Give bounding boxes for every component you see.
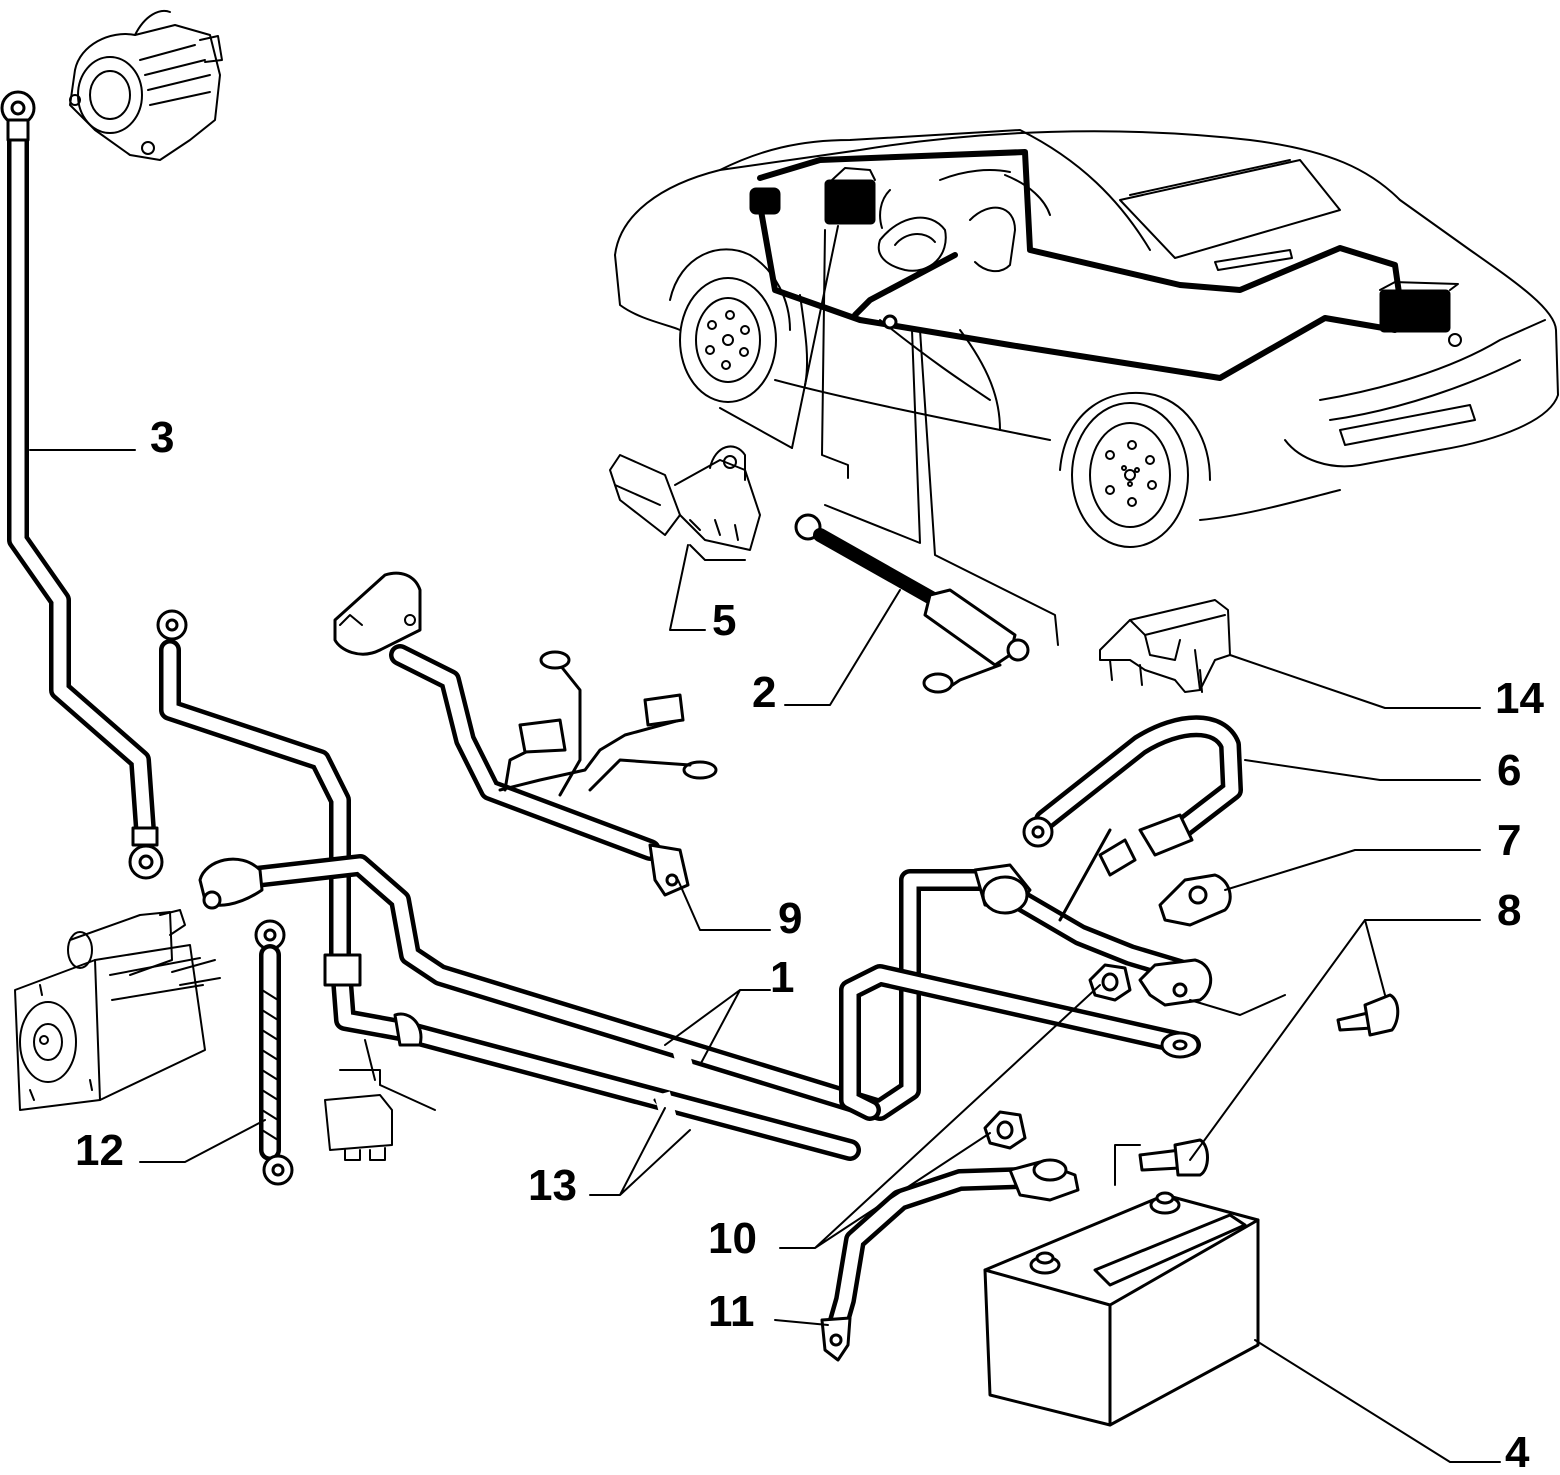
callout-11: 11 <box>708 1287 755 1336</box>
car-illustration <box>614 129 1559 646</box>
callout-7: 7 <box>1497 816 1521 865</box>
fuse-block <box>324 1069 436 1161</box>
cable-2 <box>794 513 1030 694</box>
callout-13: 13 <box>528 1161 577 1210</box>
callout-1: 1 <box>770 953 794 1002</box>
front-wheel <box>669 248 791 403</box>
callout-5: 5 <box>712 596 736 645</box>
alternator <box>69 10 223 161</box>
callout-10: 10 <box>708 1214 757 1263</box>
harness-9 <box>333 571 718 897</box>
cable-12 <box>254 919 294 1186</box>
callout-12: 12 <box>75 1126 124 1175</box>
starter-motor <box>14 909 221 1111</box>
battery-positive-cable <box>973 828 1286 1016</box>
bolt-8 <box>1138 993 1400 1177</box>
rear-wheel <box>1059 391 1211 548</box>
callout-9: 9 <box>778 894 802 943</box>
terminal-7 <box>1158 873 1232 927</box>
callout-8: 8 <box>1497 886 1521 935</box>
callout-4: 4 <box>1505 1428 1530 1475</box>
cable-3 <box>0 90 164 880</box>
nut-10 <box>983 963 1132 1150</box>
leader-lines <box>29 449 1501 1463</box>
callout-6: 6 <box>1497 746 1521 795</box>
callout-2: 2 <box>752 668 776 717</box>
battery-4 <box>983 1144 1260 1427</box>
relay-box-14 <box>1099 599 1231 693</box>
callout-3: 3 <box>150 413 174 462</box>
cable-6 <box>1022 715 1243 857</box>
cable-1-13 <box>156 609 1201 1161</box>
callout-labels: 1 2 3 4 5 6 7 8 9 10 11 12 13 14 <box>75 413 1544 1475</box>
callout-14: 14 <box>1495 674 1544 723</box>
cable-11 <box>820 1158 1080 1362</box>
relay-5 <box>609 445 761 561</box>
